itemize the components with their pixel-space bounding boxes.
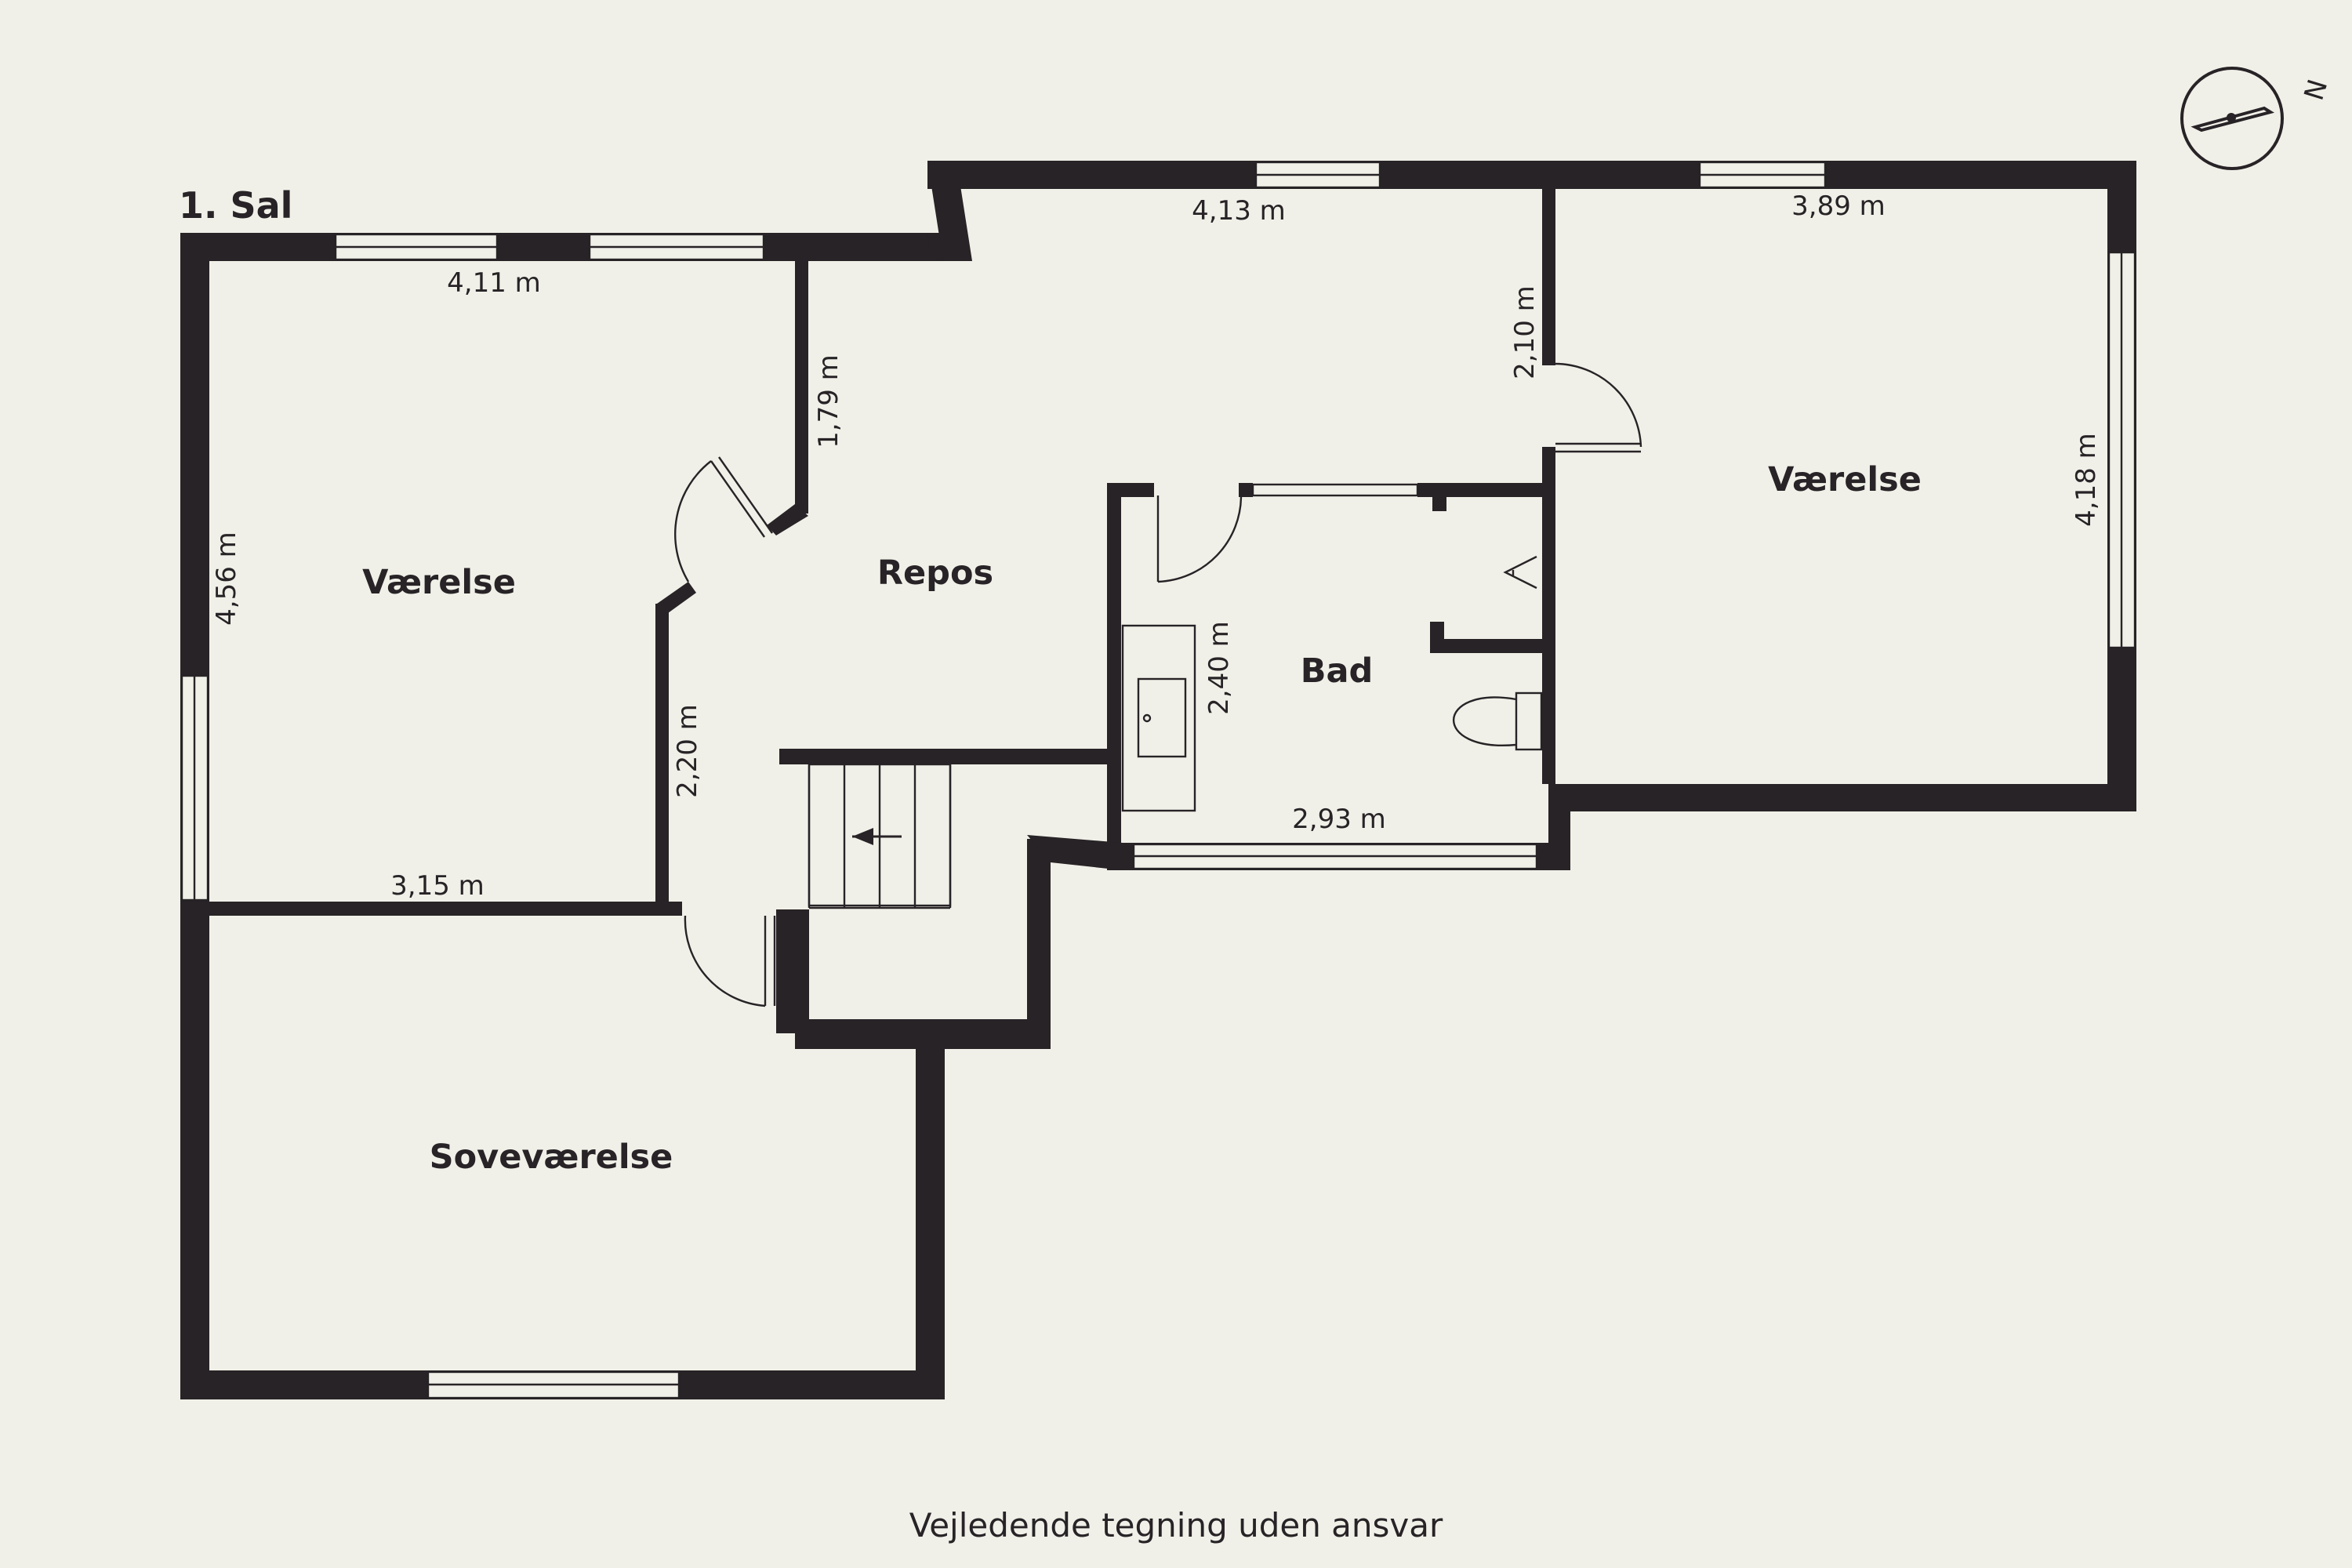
room-label-sovevaerelse: Soveværelse: [430, 1138, 673, 1177]
toilet-tank: [1515, 691, 1543, 751]
footer-note: Vejledende tegning uden ansvar: [909, 1506, 1443, 1544]
dimension-right-room-width: 3,89 m: [1791, 191, 1886, 222]
dimension-left-room-bottom: 3,15 m: [390, 870, 485, 902]
dimension-bath-width: 2,93 m: [1292, 804, 1386, 835]
dimension-repos-height-top: 1,79 m: [813, 354, 844, 448]
dimension-left-room-height: 4,56 m: [211, 532, 242, 626]
bath-fixtures: [1121, 555, 1543, 812]
dimension-bath-height: 2,40 m: [1203, 621, 1235, 715]
room-label-repos: Repos: [877, 554, 993, 593]
windows: [180, 161, 2136, 1399]
stair-arrow-icon: [852, 828, 902, 845]
room-label-vaerelse-right: Værelse: [1768, 460, 1922, 499]
dimension-right-room-height: 4,18 m: [2071, 433, 2102, 527]
shower-icon: [1503, 555, 1537, 590]
compass-icon: [2180, 67, 2284, 170]
room-label-vaerelse-left: Værelse: [362, 563, 516, 602]
dimension-left-room-width: 4,11 m: [447, 267, 541, 299]
room-label-bad: Bad: [1301, 652, 1374, 691]
walls: [180, 161, 2136, 1399]
sink-icon: [1137, 677, 1187, 758]
floor-title: 1. Sal: [179, 184, 292, 227]
dimension-top-middle-height: 2,10 m: [1509, 285, 1541, 379]
doors: [674, 362, 1642, 1007]
staircase: [808, 763, 952, 909]
compass-north-label: N: [2299, 76, 2335, 104]
dimension-top-middle-width: 4,13 m: [1192, 195, 1286, 227]
dimension-repos-height-bottom: 2,20 m: [672, 704, 703, 798]
toilet-icon: [1452, 696, 1517, 747]
